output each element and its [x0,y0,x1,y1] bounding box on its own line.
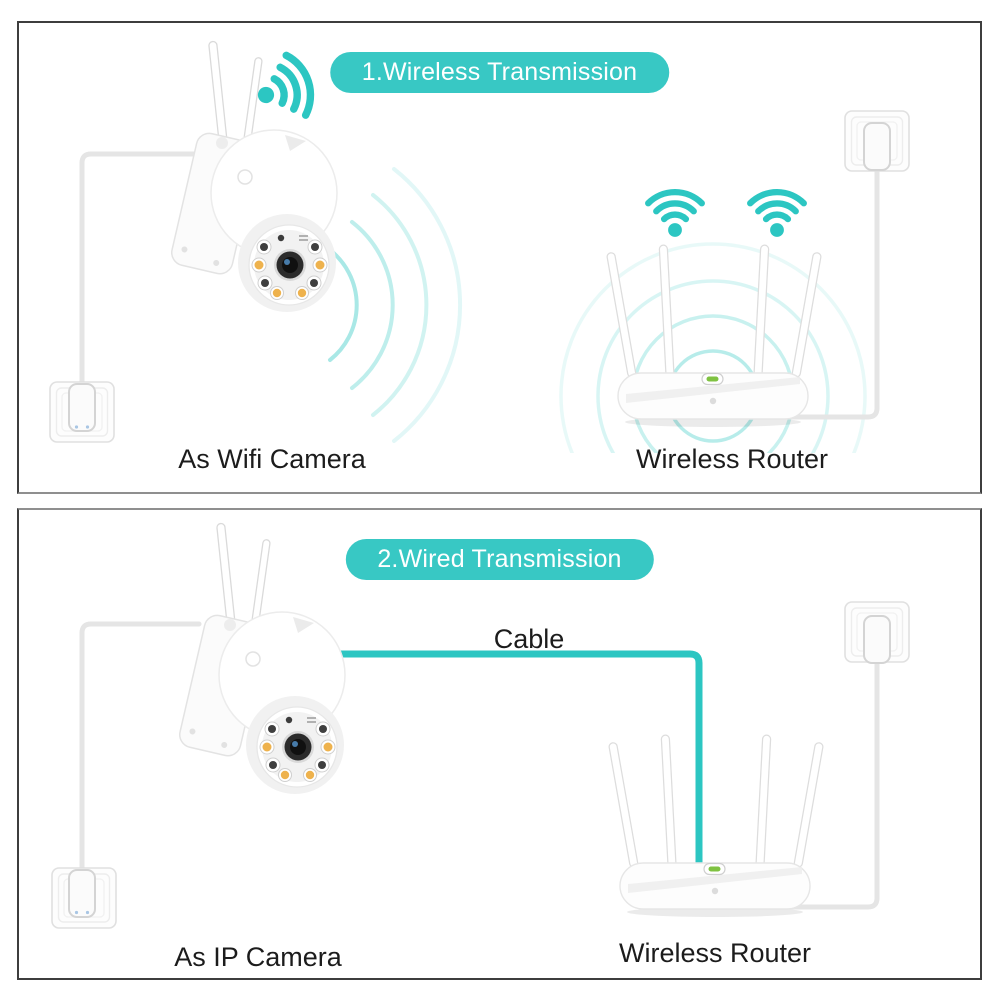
wired-transmission-panel: 2.Wired Transmission Cable As IP Camera … [17,508,982,980]
camera-illustration [176,522,346,795]
power-outlet-icon [49,381,115,443]
camera-power-cable [79,621,202,883]
camera-label: As IP Camera [174,942,342,972]
router-illustration [607,734,825,918]
router-power-cable [781,657,880,910]
wireless-transmission-panel: 1.Wireless Transmission As Wifi Camera W… [17,21,982,494]
router-power-cable [776,165,880,420]
router-illustration [605,244,823,428]
network-cable [328,650,703,879]
power-outlet-icon [844,601,910,664]
power-outlet-icon [844,110,910,172]
camera-power-cable [79,151,197,394]
section-banner: 1.Wireless Transmission [329,52,670,93]
camera-signal-ripples [328,167,462,443]
router-label: Wireless Router [618,938,812,968]
power-outlet-icon [51,867,117,929]
cable-label: Cable [493,624,565,654]
section-banner: 2.Wired Transmission [345,539,654,580]
wifi-signal-icon [750,192,804,237]
wifi-signal-icon [648,192,702,237]
wired-panel-art [51,522,910,929]
router-label: Wireless Router [635,444,829,474]
camera-label: As Wifi Camera [178,444,366,474]
wireless-panel-art [49,40,910,453]
